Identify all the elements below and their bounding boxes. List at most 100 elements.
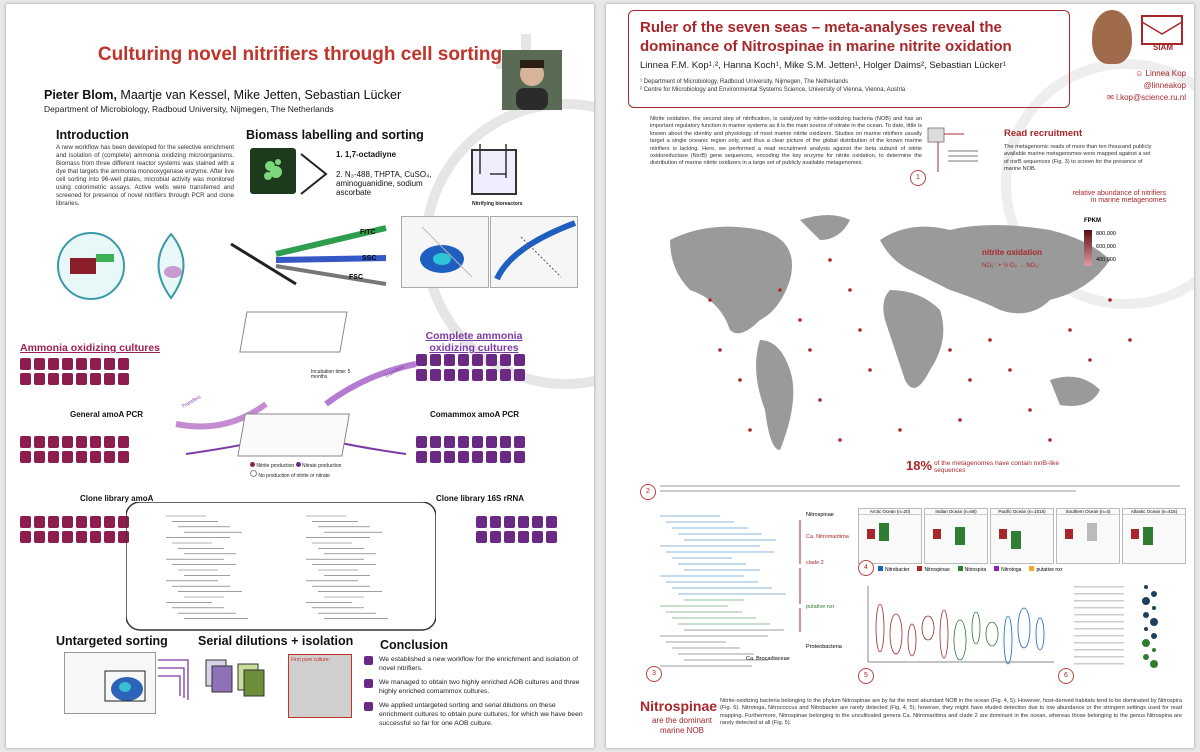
plate-well xyxy=(416,436,427,448)
sorting-plate xyxy=(239,311,348,353)
siam-logo: SIAM xyxy=(1136,12,1190,58)
plate-well xyxy=(518,531,529,543)
step-one-label: 1. 1,7-octadiyne xyxy=(336,150,397,159)
scatter-plot-2 xyxy=(490,216,578,288)
comammox-pcr-label: Comammox amoA PCR xyxy=(430,410,520,419)
plate-well xyxy=(490,531,501,543)
plate-well xyxy=(62,373,73,385)
plate-well xyxy=(514,436,525,448)
plate-well xyxy=(62,531,73,543)
read-recruitment-diagram xyxy=(927,127,978,172)
plate-well xyxy=(104,358,115,370)
plate-well xyxy=(444,436,455,448)
fsc-label: FSC xyxy=(349,274,363,281)
affiliations: ¹ Department of Microbiology, Radboud Un… xyxy=(640,79,906,93)
conclusion-text: Nitrite-oxidizing bacteria belonging to … xyxy=(720,698,1182,727)
plate-well xyxy=(34,358,45,370)
tree-label-putative: putative nxr xyxy=(806,604,835,610)
tree-label-brocadiaceae: Ca. Brocadiaceae xyxy=(746,656,790,662)
bullet-icon xyxy=(364,702,373,712)
contact-handle[interactable]: @linneakop xyxy=(1143,81,1186,90)
ocean-panel: Pacific Ocean (n=1016) xyxy=(990,508,1054,564)
figure-2-caption xyxy=(660,482,1180,496)
plate-well xyxy=(118,516,129,528)
conclusion-list: We established a new workflow for the en… xyxy=(364,656,584,734)
fpkm-value: 600,000 xyxy=(1096,244,1116,250)
intro-text: Nitrite oxidation, the second step of ni… xyxy=(650,116,922,167)
plate-well xyxy=(20,358,31,370)
habitat-dot-plot xyxy=(1074,585,1158,668)
plate-well xyxy=(34,436,45,448)
laser-beams xyxy=(275,225,387,286)
introduction-text: A new workflow has been developed for th… xyxy=(56,144,234,207)
plate-well xyxy=(416,451,427,463)
plate-well xyxy=(416,354,427,366)
plate-well xyxy=(62,451,73,463)
plate-well xyxy=(472,369,483,381)
fpkm-value: 400,000 xyxy=(1096,257,1116,263)
phylogenetic-trees xyxy=(126,502,436,631)
comammox-pcr-plate xyxy=(416,436,525,463)
plate-well xyxy=(90,358,101,370)
plate-well xyxy=(34,531,45,543)
fitc-label: FITC xyxy=(360,229,376,236)
figure-number-5: 5 xyxy=(858,668,874,684)
violin-plot xyxy=(867,586,1054,665)
figure-number-4: 4 xyxy=(858,560,874,576)
contact-block: ☺ Linnea Kop @linneakop ✉ l.kop@science.… xyxy=(1094,68,1186,104)
plate-well xyxy=(458,369,469,381)
bioreactor-icon xyxy=(471,144,517,195)
untargeted-heading: Untargeted sorting xyxy=(56,634,168,648)
read-recruitment-heading: Read recruitment xyxy=(1004,128,1083,139)
ocean-boxplots: Arctic Ocean (n=20)Indian Ocean (n=86)Pa… xyxy=(858,508,1188,564)
legend-nitrite: Nitrite production Nitrate production xyxy=(250,462,341,470)
plate-well xyxy=(514,451,525,463)
plate-well xyxy=(62,436,73,448)
plate-well xyxy=(48,451,59,463)
plate-well xyxy=(500,369,511,381)
plate-well xyxy=(430,369,441,381)
plate-well xyxy=(504,531,515,543)
plate-well xyxy=(472,436,483,448)
untargeted-scatter xyxy=(64,652,156,714)
incubation-label: Incubation time: 5 months xyxy=(311,369,351,380)
aob-plate-row xyxy=(20,358,129,385)
bullet-icon xyxy=(364,679,373,689)
author-line: Linnea F.M. Kop¹˒², Hanna Koch¹, Mike S.… xyxy=(640,60,1006,71)
author-photo xyxy=(502,50,562,110)
cell-sort-schematic xyxy=(57,232,297,300)
series-legend-item: Nitrobacter xyxy=(878,566,909,573)
plate-well xyxy=(500,436,511,448)
stained-biomass-image xyxy=(250,148,296,194)
pure-culture-image: First pure culture: xyxy=(288,654,352,718)
contact-email[interactable]: ✉ l.kop@science.ru.nl xyxy=(1107,93,1186,102)
right-watermark xyxy=(1001,59,1194,309)
nitrite-oxidation-label: nitrite oxidation xyxy=(982,248,1042,257)
plate-well xyxy=(518,516,529,528)
reaction-equation: NO₂⁻ + ½ O₂ → NO₃⁻ xyxy=(982,263,1041,269)
plate-well xyxy=(104,516,115,528)
plate-well xyxy=(76,451,87,463)
plate-well xyxy=(500,354,511,366)
series-legend-item: Nitrotoga xyxy=(994,566,1021,573)
plate-well xyxy=(546,516,557,528)
right-poster: Ruler of the seven seas – meta-analyses … xyxy=(606,4,1194,748)
author-photo xyxy=(1092,10,1132,64)
figure-number-1: 1 xyxy=(910,170,926,186)
activity-legend: Nitrite production Nitrate production No… xyxy=(250,462,341,480)
plate-well xyxy=(444,354,455,366)
plate-well xyxy=(532,516,543,528)
general-pcr-label: General amoA PCR xyxy=(70,410,144,419)
plate-well xyxy=(76,358,87,370)
read-recruitment-text: The metagenomic reads of more than ten t… xyxy=(1004,144,1152,173)
bullet-icon xyxy=(364,656,373,665)
ocean-panel: Atlantic Ocean (n=415) xyxy=(1122,508,1186,564)
plate-well xyxy=(76,516,87,528)
nitrospinae-heading: Nitrospinae xyxy=(640,698,718,714)
contact-name: ☺ Linnea Kop xyxy=(1135,69,1186,78)
plate-well xyxy=(20,516,31,528)
plate-well xyxy=(104,373,115,385)
series-legend-item: Nitrospira xyxy=(957,566,986,573)
serial-dilution-plates xyxy=(205,659,265,697)
comammox-cultures-heading: Complete ammonia oxidizing cultures xyxy=(425,330,523,354)
